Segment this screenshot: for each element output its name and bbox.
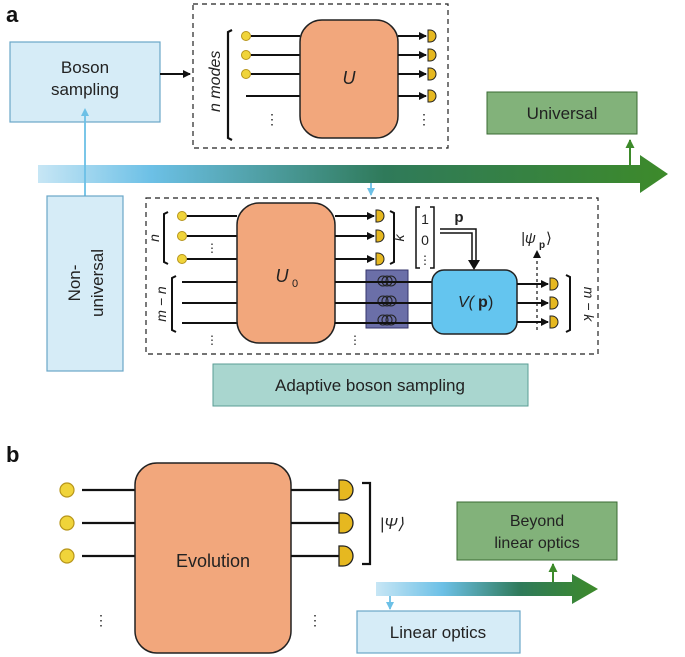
psi-p-ket-close: ⟩ bbox=[546, 230, 552, 247]
n-brace bbox=[163, 211, 169, 265]
optics-progression-arrow bbox=[376, 574, 598, 604]
adaptive-input-photon-3 bbox=[177, 254, 187, 264]
beyond-label-1: Beyond bbox=[510, 513, 564, 530]
n-label: n bbox=[146, 234, 162, 242]
detector-1 bbox=[427, 29, 437, 43]
n-modes-label: n modes bbox=[207, 51, 224, 112]
m-minus-n-label: m − n bbox=[153, 286, 169, 322]
adaptive-detector-1 bbox=[375, 209, 385, 223]
detector-3 bbox=[427, 67, 437, 81]
adaptive-boson-sampling-box bbox=[212, 363, 529, 407]
psi-p-ket: |ψ bbox=[521, 230, 536, 247]
vector-bracket-left bbox=[415, 206, 420, 269]
vector-ellipsis: ⋮ bbox=[419, 253, 431, 267]
adaptive-input-ellipsis-1: ⋮ bbox=[206, 241, 218, 255]
b-input-photon-1 bbox=[59, 482, 75, 498]
b-detector-1 bbox=[338, 479, 354, 501]
classical-feedforward-arrowhead bbox=[468, 260, 480, 270]
input-photon-1 bbox=[241, 31, 251, 41]
input-photon-2 bbox=[241, 50, 251, 60]
adaptive-circuit-frame bbox=[145, 197, 599, 355]
psi-p-subscript: p bbox=[539, 240, 545, 251]
vector-bracket-right bbox=[430, 206, 435, 269]
non-universal-label-1: Non- bbox=[65, 265, 84, 302]
delay-modes-ellipsis: ⋮ bbox=[349, 333, 361, 347]
non-universal-box bbox=[46, 195, 124, 372]
universal-label: Universal bbox=[527, 104, 598, 123]
classical-feedforward-line-2 bbox=[440, 232, 473, 262]
classical-feedforward-line-1 bbox=[440, 228, 477, 262]
unitary-U0-box bbox=[236, 202, 336, 344]
adaptive-input-photon-2 bbox=[177, 231, 187, 241]
vp-bold-p: p bbox=[478, 294, 488, 311]
unitary-U-box bbox=[299, 19, 399, 139]
linear-optics-box bbox=[356, 610, 521, 654]
vp-suffix: ) bbox=[488, 294, 493, 311]
boson-sampling-label-2: sampling bbox=[51, 80, 119, 99]
panel-b-label: b bbox=[6, 442, 19, 467]
psi-ket: |Ψ⟩ bbox=[380, 516, 404, 533]
b-output-bracket bbox=[362, 481, 372, 566]
detector-4 bbox=[427, 89, 437, 103]
vp-detector-1 bbox=[549, 277, 559, 291]
beyond-label-2: linear optics bbox=[494, 535, 579, 552]
input-modes-ellipsis: ⋮ bbox=[265, 111, 279, 127]
k-brace bbox=[389, 210, 395, 265]
adaptive-boson-sampling-label: Adaptive boson sampling bbox=[275, 376, 465, 395]
to-boson-sampling-arrowhead bbox=[81, 108, 89, 116]
adaptive-input-photon-1 bbox=[177, 211, 187, 221]
universality-progression-arrow bbox=[38, 155, 668, 193]
unitary-U0-label: U bbox=[276, 266, 290, 286]
linear-optics-label: Linear optics bbox=[390, 623, 486, 642]
universal-box bbox=[486, 91, 638, 135]
b-output-ellipsis: ⋮ bbox=[308, 612, 322, 628]
p-label: p bbox=[454, 209, 463, 226]
boson-sampling-label-1: Boson bbox=[61, 58, 109, 77]
k-label: k bbox=[391, 234, 407, 242]
adaptive-detector-2 bbox=[375, 229, 385, 243]
input-photon-3 bbox=[241, 69, 251, 79]
m-minus-k-label: m − k bbox=[581, 287, 597, 323]
beyond-linear-optics-box bbox=[456, 501, 618, 561]
detector-2 bbox=[427, 48, 437, 62]
m-minus-k-brace bbox=[565, 274, 571, 333]
b-detector-3 bbox=[338, 545, 354, 567]
b-input-photon-3 bbox=[59, 548, 75, 564]
vp-detector-2 bbox=[549, 296, 559, 310]
panel-a-label: a bbox=[6, 2, 19, 27]
adaptive-input-ellipsis-2: ⋮ bbox=[206, 333, 218, 347]
b-input-photon-2 bbox=[59, 515, 75, 531]
b-detector-2 bbox=[338, 512, 354, 534]
vector-entry-0: 0 bbox=[421, 232, 429, 248]
b-input-ellipsis: ⋮ bbox=[94, 612, 108, 628]
vector-entry-1: 1 bbox=[421, 211, 429, 227]
adaptive-unitary-Vp-box bbox=[431, 269, 518, 335]
evolution-label: Evolution bbox=[176, 551, 250, 571]
m-minus-n-brace bbox=[171, 275, 177, 333]
boson-sampling-circuit-frame bbox=[192, 3, 449, 149]
unitary-U-label: U bbox=[343, 68, 357, 88]
n-modes-brace bbox=[226, 29, 233, 141]
unitary-U0-subscript: 0 bbox=[292, 278, 298, 290]
vp-prefix: V( bbox=[458, 294, 476, 311]
psi-p-arrowhead bbox=[533, 250, 541, 258]
vp-detector-3 bbox=[549, 315, 559, 329]
evolution-box bbox=[134, 462, 292, 654]
adaptive-detector-3 bbox=[375, 252, 385, 266]
non-universal-label-2: universal bbox=[88, 249, 107, 317]
output-modes-ellipsis: ⋮ bbox=[417, 111, 431, 127]
